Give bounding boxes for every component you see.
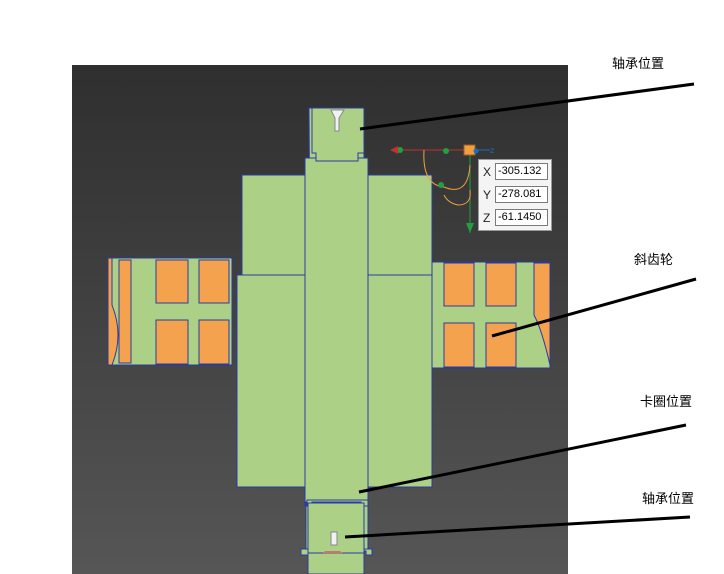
- gear-tooth: [485, 262, 517, 307]
- coord-row-x: X -305.132: [479, 162, 553, 183]
- coord-row-z: Z -61.1450: [479, 208, 553, 229]
- gear-tooth: [485, 322, 517, 368]
- gizmo-node[interactable]: [443, 148, 449, 154]
- transform-gizmo[interactable]: z: [390, 144, 494, 233]
- callout-bearing-bottom: 轴承位置: [642, 492, 695, 507]
- gear-tooth: [443, 322, 475, 368]
- gear-tooth: [155, 319, 189, 365]
- gizmo-node[interactable]: [473, 148, 479, 154]
- coord-z-field[interactable]: -61.1450: [495, 209, 548, 226]
- coord-y-field[interactable]: -278.081: [495, 186, 548, 203]
- coord-z-label: Z: [483, 211, 491, 225]
- coord-y-label: Y: [483, 188, 492, 202]
- coord-x-label: X: [483, 165, 492, 179]
- center-hole-bottom: [330, 531, 338, 546]
- coord-x-field[interactable]: -305.132: [495, 163, 548, 180]
- callout-helical-gear: 斜齿轮: [634, 253, 674, 268]
- gear-tooth: [155, 259, 189, 304]
- left-gear: [107, 257, 233, 366]
- 3d-viewport[interactable]: z: [72, 65, 568, 574]
- coordinate-readout: X -305.132 Y -278.081 Z -61.1450: [478, 159, 552, 231]
- callout-bearing-top: 轴承位置: [612, 57, 665, 72]
- gizmo-handle[interactable]: [463, 144, 476, 156]
- gizmo-node[interactable]: [397, 147, 403, 153]
- callout-snap-ring: 卡圈位置: [640, 395, 693, 410]
- center-hole-top: [330, 109, 345, 132]
- top-journal: [311, 107, 365, 162]
- right-gear: [429, 261, 551, 369]
- gizmo-node[interactable]: [438, 182, 444, 188]
- bottom-journal: [307, 502, 365, 574]
- gear-tooth: [118, 259, 132, 364]
- gear-tooth: [198, 259, 230, 304]
- gear-tooth: [443, 262, 475, 307]
- model-canvas[interactable]: z: [72, 65, 568, 574]
- gizmo-z-label: z: [490, 146, 494, 155]
- coord-row-y: Y -278.081: [479, 185, 553, 206]
- gear-tooth: [198, 319, 230, 365]
